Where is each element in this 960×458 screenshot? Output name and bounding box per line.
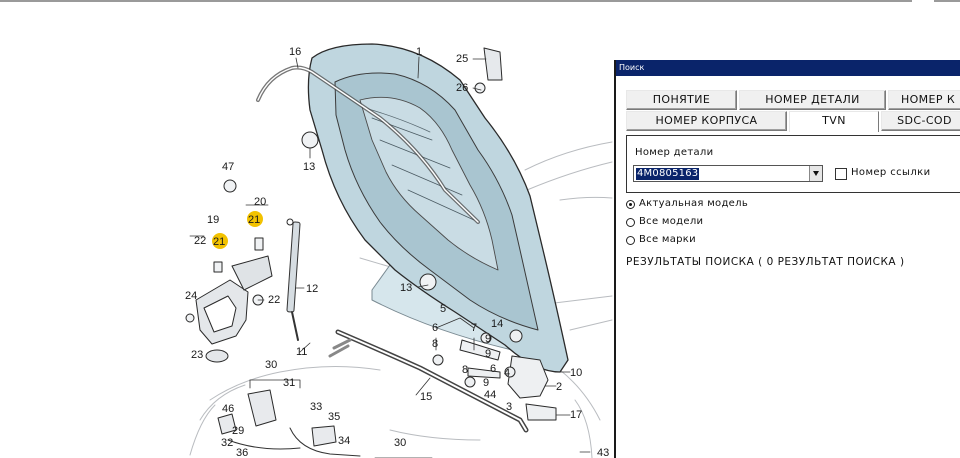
callout: 3 <box>506 401 512 413</box>
tab-model-number[interactable]: НОМЕР К <box>888 90 960 110</box>
callout: 19 <box>207 214 219 226</box>
radio-dot-icon[interactable] <box>626 236 635 245</box>
hinge-25 <box>483 47 503 81</box>
callout: 15 <box>420 391 432 403</box>
callout: 32 <box>221 437 233 449</box>
tab-part-number[interactable]: НОМЕР ДЕТАЛИ <box>739 90 886 110</box>
search-results-status: РЕЗУЛЬТАТЫ ПОИСКА ( 0 РЕЗУЛЬТАТ ПОИСКА ) <box>626 256 905 268</box>
callout: 5 <box>440 303 446 315</box>
callout: 43 <box>597 447 609 458</box>
callout: 33 <box>310 401 322 413</box>
lock-assembly <box>217 389 361 457</box>
callout: 36 <box>236 447 248 458</box>
callout: 29 <box>232 425 244 437</box>
gas-strut <box>286 218 301 341</box>
radio-dot-icon[interactable] <box>626 218 635 227</box>
tab-sdc-code[interactable]: SDC-COD <box>881 111 960 131</box>
callout: 4 <box>504 367 510 379</box>
radio-label: Все модели <box>639 216 704 227</box>
callout: 9 <box>483 377 489 389</box>
ref-number-checkbox[interactable] <box>835 168 847 180</box>
clips <box>185 82 486 323</box>
callout: 22 <box>194 235 206 247</box>
callout: 2 <box>556 381 562 393</box>
callout: 35 <box>328 411 340 423</box>
window-title: Поиск <box>616 60 960 76</box>
chevron-down-icon[interactable] <box>809 166 822 181</box>
callout: 8 <box>462 364 468 376</box>
callout: 30 <box>265 359 277 371</box>
callout: 20 <box>254 196 266 208</box>
part-number-group: Номер детали 4M0805163 Номер ссылки <box>626 135 960 193</box>
part-number-label: Номер детали <box>635 147 714 158</box>
tab-concept[interactable]: ПОНЯТИЕ <box>626 90 737 110</box>
callout-badges <box>212 211 263 249</box>
callout: 14 <box>491 318 503 330</box>
grommet-23 <box>205 349 229 363</box>
parts-diagram: 1 16 25 26 13 47 20 19 21 22 21 12 13 24… <box>185 43 613 458</box>
callout: 23 <box>191 349 203 361</box>
callout: 13 <box>303 161 315 173</box>
callout: 10 <box>570 367 582 379</box>
top-border-gap <box>912 0 934 3</box>
callout: 21 <box>248 214 260 226</box>
radio-dot-icon[interactable] <box>626 200 635 209</box>
callout: 44 <box>484 389 496 401</box>
callout: 21 <box>213 236 225 248</box>
callout: 8 <box>432 338 438 350</box>
lock-bracket <box>195 255 273 345</box>
callout: 47 <box>222 161 234 173</box>
radio-label: Все марки <box>639 234 696 245</box>
hinge-assembly <box>432 329 557 421</box>
callout: 6 <box>432 322 438 334</box>
callout: 17 <box>570 409 582 421</box>
callout: 30 <box>394 437 406 449</box>
top-border-line <box>0 0 960 2</box>
callout: 12 <box>306 283 318 295</box>
callout: 1 <box>416 46 422 58</box>
part-number-combobox[interactable]: 4M0805163 <box>633 165 823 182</box>
callout: 25 <box>456 53 468 65</box>
callout: 9 <box>485 333 491 345</box>
callout: 6 <box>490 363 496 375</box>
ref-number-checkbox-label: Номер ссылки <box>851 167 931 178</box>
part-number-value[interactable]: 4M0805163 <box>636 168 700 180</box>
search-window: Поиск ПОНЯТИЕ НОМЕР ДЕТАЛИ НОМЕР К НОМЕР… <box>614 60 960 458</box>
callout: 31 <box>283 377 295 389</box>
callout: 11 <box>296 346 307 358</box>
radio-label: Актуальная модель <box>639 198 749 209</box>
callout: 22 <box>268 294 280 306</box>
callout: 16 <box>289 46 301 58</box>
tab-tvn[interactable]: TVN <box>789 111 879 132</box>
tab-body-number[interactable]: НОМЕР КОРПУСА <box>626 111 787 131</box>
callout: 7 <box>471 322 477 334</box>
callout: 9 <box>485 348 491 360</box>
callout: 24 <box>185 290 197 302</box>
callout: 34 <box>338 435 350 447</box>
callout: 26 <box>456 82 468 94</box>
callout: 13 <box>400 282 412 294</box>
callout: 46 <box>222 403 234 415</box>
